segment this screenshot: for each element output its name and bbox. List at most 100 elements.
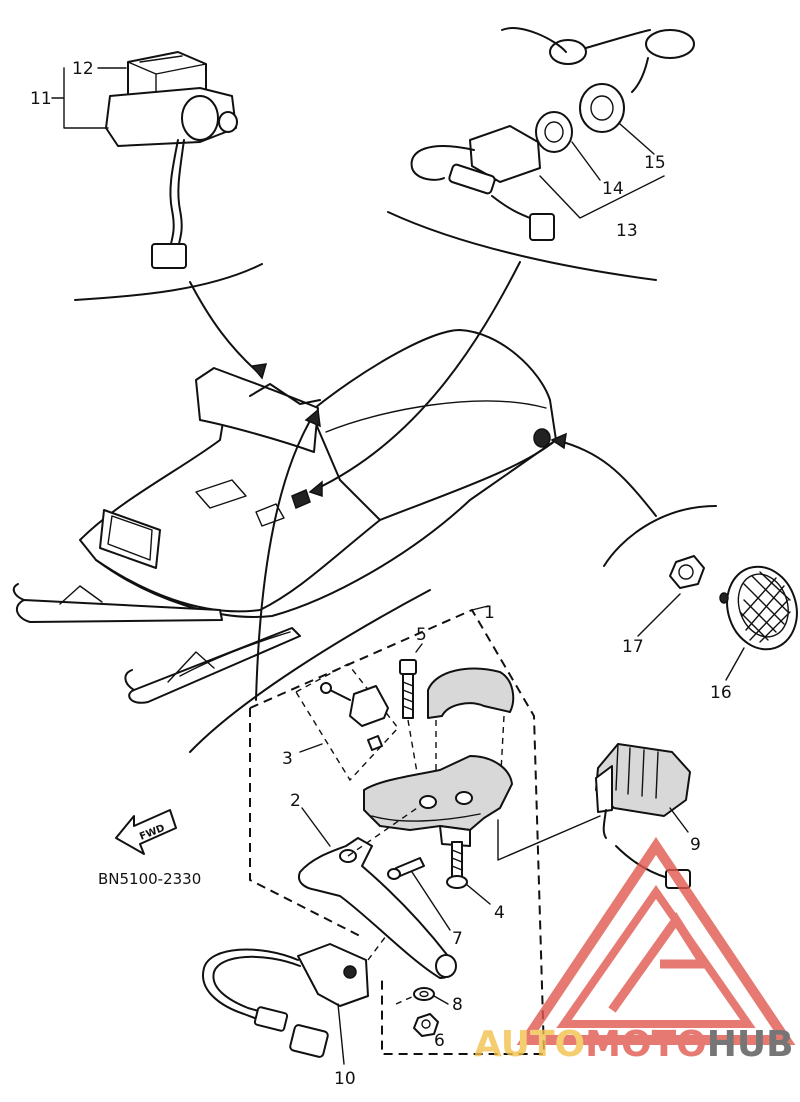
callout-ignition-arrow <box>308 480 323 498</box>
label-part-8: 8 <box>452 995 463 1015</box>
label-part-4: 4 <box>494 903 505 923</box>
ignition-connector <box>529 213 555 241</box>
leader-15 <box>619 123 655 155</box>
relay-connector <box>151 243 187 269</box>
part-8-washer-hole <box>419 990 429 998</box>
fwd-arrow-shape <box>115 809 177 855</box>
part-8-axis <box>395 995 415 1005</box>
watermark-word-auto: AUTO <box>474 1024 585 1065</box>
part-5-bolt-thread <box>402 681 414 711</box>
key-ring <box>549 39 587 65</box>
callout-lever-arrow <box>304 408 321 428</box>
hood-vent-2 <box>255 503 285 527</box>
leader-5 <box>415 643 423 653</box>
label-part-11: 11 <box>30 89 52 109</box>
snowmobile-headlight-lens <box>107 515 153 561</box>
handlebar-switch-end <box>595 765 613 813</box>
ski-spring <box>179 631 291 677</box>
brake-lever-ball-end <box>435 954 457 978</box>
taillight-lens <box>726 565 798 651</box>
part-6-nut-hole <box>421 1019 431 1029</box>
leader-3 <box>299 743 323 753</box>
callout-ignition-to-sled <box>313 261 521 491</box>
label-part-7: 7 <box>452 929 463 949</box>
label-part-6: 6 <box>434 1031 445 1051</box>
part-4-screw-thread <box>451 849 463 871</box>
snowmobile-windshield <box>195 367 319 453</box>
watermark-logo: AUTOMOTOHUB <box>474 837 796 1065</box>
taillight-nut <box>669 555 705 589</box>
callout-tail-arrow <box>550 432 567 450</box>
leader-8 <box>433 995 449 1005</box>
taillight-lens-grid-b <box>741 577 791 643</box>
watermark-text: AUTOMOTOHUB <box>474 1024 794 1065</box>
lever-holder-hole-b <box>455 791 473 805</box>
part-3-screw-head <box>320 682 332 694</box>
snowmobile-seat <box>299 329 557 521</box>
diagram-code: BN5100-2330 <box>98 870 201 888</box>
lever-holder-hole-a <box>419 795 437 809</box>
part-3-block <box>349 685 389 727</box>
taillight-nut-hole <box>678 564 694 580</box>
inset-brake-lever: 1 3 5 4 7 <box>189 589 701 1089</box>
inset-relay: 12 11 <box>30 51 263 301</box>
relay-bracket-bolt <box>218 111 238 133</box>
callout-lever-to-sled <box>255 413 315 701</box>
dash-switch-point <box>291 488 311 510</box>
inset-lever-curve <box>189 589 431 753</box>
snowmobile <box>12 329 557 704</box>
relay-wire <box>169 139 179 249</box>
leader-14 <box>571 141 601 181</box>
key-tether <box>501 27 567 53</box>
relay-box-label-line <box>139 55 183 63</box>
label-part-2: 2 <box>290 791 301 811</box>
label-part-15: 15 <box>644 153 666 173</box>
ski-left-tip <box>12 583 25 601</box>
part-3-nut <box>367 735 383 751</box>
handlebar-switch-wire-a <box>602 809 607 839</box>
label-part-5: 5 <box>416 625 427 645</box>
label-part-12: 12 <box>72 59 94 79</box>
label-part-13: 13 <box>616 221 638 241</box>
relay-bracket-ring <box>181 95 219 141</box>
handlebar <box>249 383 321 405</box>
leader-11 <box>51 67 109 129</box>
leader-7 <box>411 871 451 931</box>
inset-ignition: 15 14 13 <box>387 27 695 281</box>
handlebar-switch-ribs <box>615 743 659 799</box>
lever-holder-edge <box>371 813 481 822</box>
label-part-14: 14 <box>602 179 624 199</box>
snowmobile-headlight <box>99 509 161 569</box>
inset-relay-callout-curve <box>74 263 263 301</box>
leader-16 <box>725 647 745 681</box>
taillight-mount-point <box>533 428 551 448</box>
ski-right <box>128 627 301 704</box>
key-cord-loop <box>645 29 695 59</box>
ignition-wire-b <box>491 195 531 219</box>
ski-right-tip <box>124 669 135 691</box>
brake-switch-body <box>297 943 369 1007</box>
ignition-cap-inner <box>590 95 614 121</box>
ignition-switch-body <box>469 125 541 183</box>
ignition-nut <box>535 111 573 153</box>
callout-relay-to-sled <box>189 281 263 377</box>
label-part-17: 17 <box>622 637 644 657</box>
taillight-lens-grid-a <box>739 571 791 641</box>
taillight-stud <box>719 592 729 604</box>
inset-taillight: 17 16 <box>603 505 798 703</box>
logo-triangle-outer <box>516 837 796 1045</box>
watermark-word-hub: HUB <box>707 1024 794 1065</box>
label-part-16: 16 <box>710 683 732 703</box>
ski-left <box>15 599 223 623</box>
label-part-3: 3 <box>282 749 293 769</box>
switch-9-wire-route <box>497 815 601 861</box>
relay-wire-2 <box>177 139 185 249</box>
leader-17 <box>637 593 681 637</box>
part-4-screw-head <box>446 875 468 889</box>
ignition-sleeve <box>448 163 496 195</box>
lever-holder-tab <box>439 825 471 847</box>
watermark-word-moto: MOTO <box>585 1024 707 1065</box>
inset-ignition-callout-curve <box>387 211 657 281</box>
label-part-1: 1 <box>484 603 495 623</box>
